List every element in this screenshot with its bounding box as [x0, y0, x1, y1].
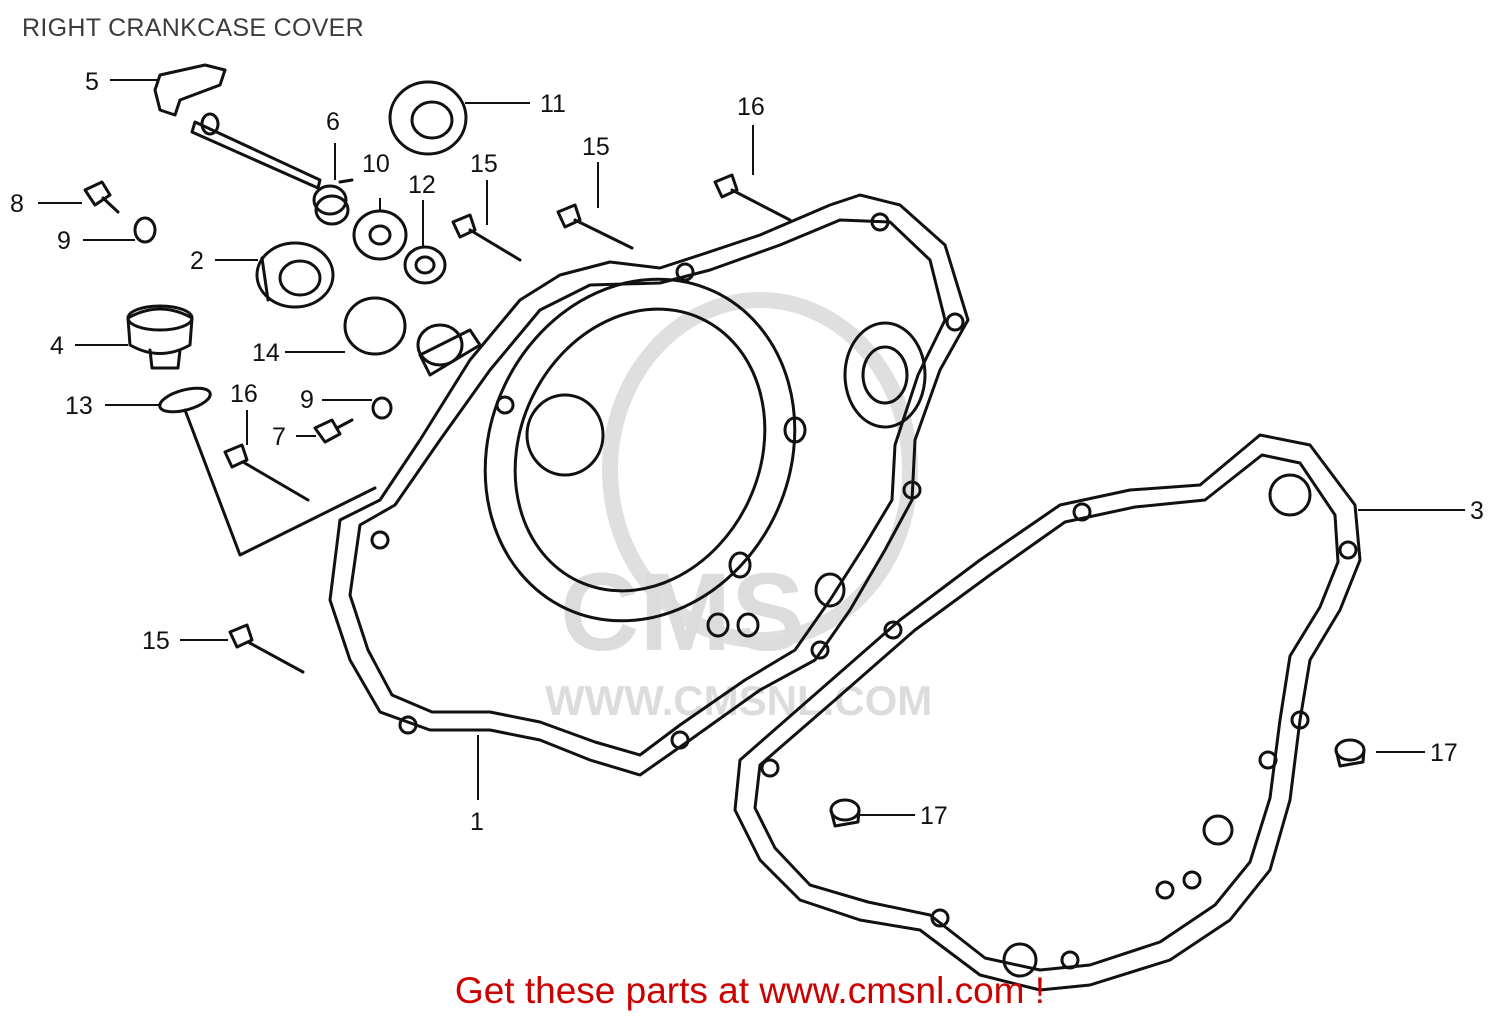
callout-17-b: 17	[920, 802, 948, 830]
spring-6	[312, 178, 354, 226]
callout-2: 2	[190, 247, 204, 275]
oil-seal-11	[388, 80, 468, 156]
bolt-7	[313, 418, 354, 444]
callout-12: 12	[408, 171, 436, 199]
washer-9	[133, 216, 157, 244]
callout-3: 3	[1470, 497, 1484, 525]
callout-8: 8	[10, 190, 24, 218]
collar-12	[403, 245, 447, 285]
dowel-pin-a	[829, 798, 861, 828]
leader-lines	[38, 79, 1465, 816]
bolt-8	[83, 180, 120, 214]
bolt-16-a	[713, 173, 792, 222]
callout-15-c: 15	[142, 627, 170, 655]
footer-link[interactable]: Get these parts at www.cmsnl.com !	[454, 970, 1046, 1011]
oil-seal-2	[255, 241, 335, 309]
o-ring-14	[343, 296, 407, 356]
watermark-brand: CMS	[560, 551, 804, 674]
washer-9b	[371, 396, 393, 420]
callout-11: 11	[540, 90, 566, 118]
bolt-15-c	[228, 623, 305, 674]
bracket-line	[183, 408, 377, 557]
bolt-16-b	[223, 443, 310, 502]
dowel-pin-b	[1334, 738, 1366, 768]
callout-1: 1	[470, 808, 484, 836]
callout-labels: 5 6 10 11 12 15 15 16 8 9 2 4 14 9 13 16…	[10, 68, 1484, 836]
washer-10	[352, 209, 408, 261]
callout-15-a: 15	[470, 150, 498, 178]
callout-9-a: 9	[57, 227, 71, 255]
callout-15-b: 15	[582, 133, 610, 161]
callout-10: 10	[362, 150, 390, 178]
kick-arm	[153, 63, 322, 190]
bolt-15-b	[556, 203, 634, 250]
callout-4: 4	[50, 332, 64, 360]
callout-9-b: 9	[300, 386, 314, 414]
callout-7: 7	[272, 423, 286, 451]
watermark: CMS WWW.CMSNL.COM	[545, 292, 932, 724]
callout-17-a: 17	[1430, 739, 1458, 767]
callout-5: 5	[85, 68, 99, 96]
o-ring-13	[158, 386, 212, 414]
callout-13: 13	[65, 392, 93, 420]
callout-16-a: 16	[737, 93, 765, 121]
callout-14: 14	[252, 339, 280, 367]
callout-16-b: 16	[230, 380, 258, 408]
gasket	[733, 433, 1362, 992]
crankcase-cover	[328, 193, 970, 777]
oil-filler-cap	[126, 304, 194, 370]
page-title: RIGHT CRANKCASE COVER	[22, 14, 365, 42]
callout-6: 6	[326, 108, 340, 136]
bolt-15-a	[451, 213, 522, 262]
